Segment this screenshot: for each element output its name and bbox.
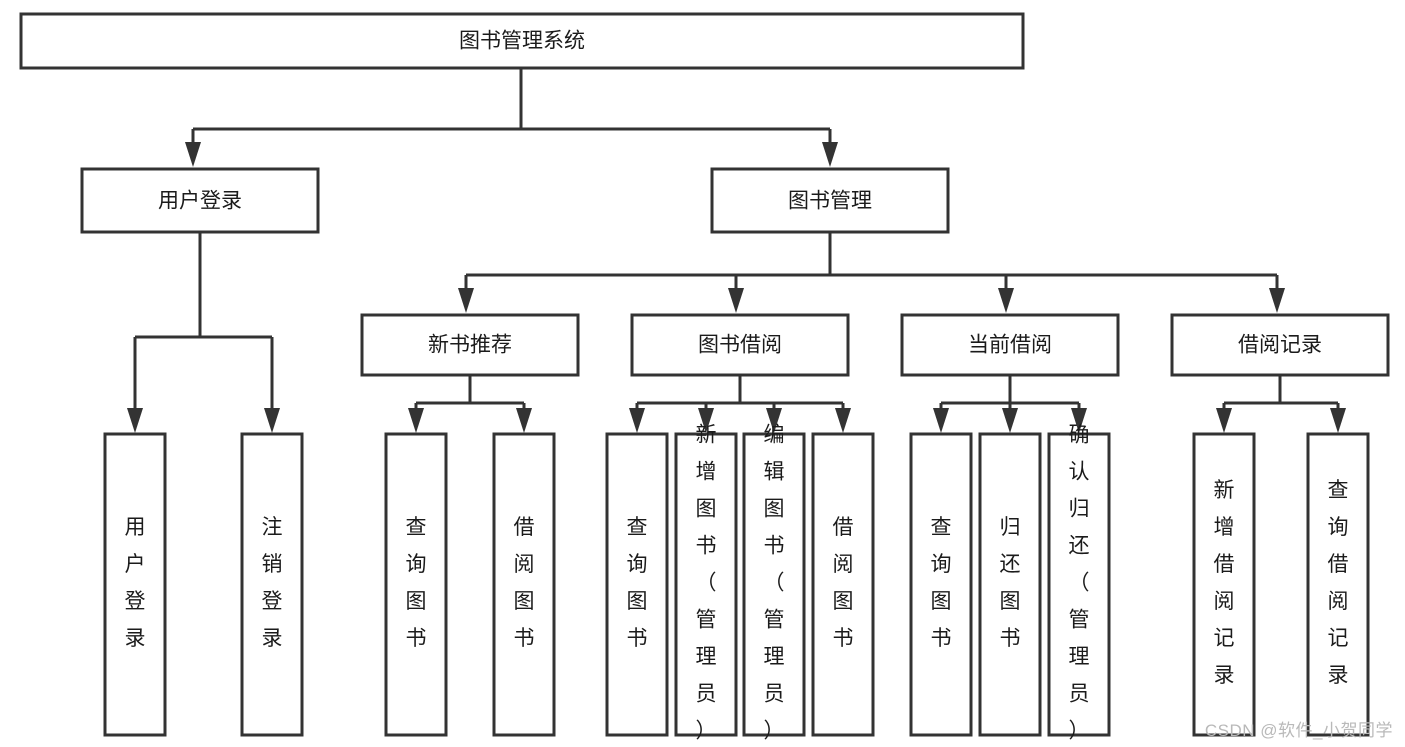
arrow-head-leaf-4 bbox=[516, 408, 532, 433]
node-book-borrow-box[interactable] bbox=[630, 313, 850, 377]
arrow-head-l3-2 bbox=[728, 288, 744, 313]
connector-userlogin-to-leaves bbox=[127, 233, 280, 433]
node-leaf-borrow-book-b-box[interactable] bbox=[811, 432, 875, 737]
node-leaf-return-book-label: 归还图书 bbox=[1000, 516, 1021, 650]
arrow-head-l3-3 bbox=[998, 288, 1014, 313]
node-leaf-edit-book-admin-label: 编辑图书（管理员） bbox=[764, 424, 785, 743]
node-leaf-query-borrow-record-box[interactable] bbox=[1306, 432, 1370, 737]
node-leaf-borrow-book-a[interactable]: 借阅图书 bbox=[492, 432, 556, 737]
node-book-borrow-label: 图书借阅 bbox=[698, 334, 782, 357]
arrow-head-l3-1 bbox=[458, 288, 474, 313]
node-book-management[interactable]: 图书管理 bbox=[710, 167, 950, 234]
arrow-head-leaf-6 bbox=[698, 408, 714, 433]
node-new-book-recommend-label: 新书推荐 bbox=[428, 334, 512, 357]
arrow-head-user-login bbox=[185, 142, 201, 167]
node-user-login[interactable]: 用户登录 bbox=[80, 167, 320, 234]
node-leaf-query-borrow-record-label: 查询借阅记录 bbox=[1328, 479, 1349, 687]
node-leaf-query-book-b[interactable]: 查询图书 bbox=[605, 432, 669, 737]
arrow-head-leaf-9 bbox=[933, 408, 949, 433]
connector-bookmgmt-to-level3 bbox=[458, 233, 1285, 313]
node-leaf-user-login[interactable]: 用户登录 bbox=[103, 432, 167, 737]
node-borrow-record-label: 借阅记录 bbox=[1238, 334, 1322, 357]
node-leaf-confirm-return-admin-box[interactable] bbox=[1047, 432, 1111, 737]
node-leaf-query-book-b-label: 查询图书 bbox=[627, 516, 648, 650]
node-book-borrow[interactable]: 图书借阅 bbox=[630, 313, 850, 377]
node-leaf-logout-label: 注销登录 bbox=[262, 516, 283, 650]
arrow-head-leaf-7 bbox=[766, 408, 782, 433]
node-leaf-add-book-admin[interactable]: 新增图书（管理员） bbox=[674, 424, 738, 743]
node-root[interactable]: 图书管理系统 bbox=[19, 12, 1025, 70]
node-current-borrow-label: 当前借阅 bbox=[968, 334, 1052, 357]
node-leaf-user-login-box[interactable] bbox=[103, 432, 167, 737]
node-leaf-return-book-box[interactable] bbox=[978, 432, 1042, 737]
arrow-head-l3-4 bbox=[1269, 288, 1285, 313]
node-leaf-logout[interactable]: 注销登录 bbox=[240, 432, 304, 737]
connector-record-to-leaves bbox=[1216, 375, 1346, 433]
node-leaf-query-book-c-label: 查询图书 bbox=[931, 516, 952, 650]
arrow-head-leaf-2 bbox=[264, 408, 280, 433]
arrow-head-leaf-3 bbox=[408, 408, 424, 433]
node-leaf-add-book-admin-box[interactable] bbox=[674, 432, 738, 737]
node-leaf-query-book-a-label: 查询图书 bbox=[406, 516, 427, 650]
node-new-book-recommend-box[interactable] bbox=[360, 313, 580, 377]
node-leaf-return-book[interactable]: 归还图书 bbox=[978, 432, 1042, 737]
node-leaf-borrow-book-a-box[interactable] bbox=[492, 432, 556, 737]
node-leaf-query-book-a-box[interactable] bbox=[384, 432, 448, 737]
node-new-book-recommend[interactable]: 新书推荐 bbox=[360, 313, 580, 377]
node-leaf-borrow-book-a-label: 借阅图书 bbox=[514, 516, 535, 650]
node-leaf-logout-box[interactable] bbox=[240, 432, 304, 737]
connector-current-to-leaves bbox=[933, 375, 1087, 433]
node-book-management-box[interactable] bbox=[710, 167, 950, 234]
node-user-login-box[interactable] bbox=[80, 167, 320, 234]
node-leaf-query-book-c[interactable]: 查询图书 bbox=[909, 432, 973, 737]
arrow-head-leaf-12 bbox=[1216, 408, 1232, 433]
node-leaf-query-book-b-box[interactable] bbox=[605, 432, 669, 737]
node-user-login-label: 用户登录 bbox=[158, 190, 242, 213]
node-leaf-borrow-book-b-label: 借阅图书 bbox=[833, 516, 854, 650]
connector-borrow-to-leaves bbox=[629, 375, 851, 433]
node-leaf-query-book-c-box[interactable] bbox=[909, 432, 973, 737]
arrow-head-leaf-11 bbox=[1071, 408, 1087, 433]
node-borrow-record[interactable]: 借阅记录 bbox=[1170, 313, 1390, 377]
arrow-head-leaf-5 bbox=[629, 408, 645, 433]
arrow-head-leaf-1 bbox=[127, 408, 143, 433]
node-leaf-edit-book-admin-box[interactable] bbox=[742, 432, 806, 737]
connector-newbook-to-leaves bbox=[408, 375, 532, 433]
node-leaf-edit-book-admin[interactable]: 编辑图书（管理员） bbox=[742, 424, 806, 743]
node-leaf-borrow-book-b[interactable]: 借阅图书 bbox=[811, 432, 875, 737]
node-leaf-query-book-a[interactable]: 查询图书 bbox=[384, 432, 448, 737]
node-leaf-user-login-label: 用户登录 bbox=[125, 516, 146, 650]
arrow-head-leaf-13 bbox=[1330, 408, 1346, 433]
node-current-borrow-box[interactable] bbox=[900, 313, 1120, 377]
node-root-box[interactable] bbox=[19, 12, 1025, 70]
arrow-head-leaf-10 bbox=[1002, 408, 1018, 433]
node-borrow-record-box[interactable] bbox=[1170, 313, 1390, 377]
node-leaf-add-borrow-record-label: 新增借阅记录 bbox=[1214, 479, 1235, 687]
arrow-head-leaf-8 bbox=[835, 408, 851, 433]
arrow-head-book-mgmt bbox=[822, 142, 838, 167]
node-leaf-query-borrow-record[interactable]: 查询借阅记录 bbox=[1306, 432, 1370, 737]
node-root-label: 图书管理系统 bbox=[459, 30, 585, 53]
connector-root-to-level2 bbox=[185, 68, 838, 167]
node-leaf-add-book-admin-label: 新增图书（管理员） bbox=[696, 424, 717, 743]
node-leaf-confirm-return-admin-label: 确认归还（管理员） bbox=[1069, 424, 1090, 743]
node-leaf-confirm-return-admin[interactable]: 确认归还（管理员） bbox=[1047, 424, 1111, 743]
node-book-management-label: 图书管理 bbox=[788, 190, 872, 213]
node-current-borrow[interactable]: 当前借阅 bbox=[900, 313, 1120, 377]
node-leaf-add-borrow-record-box[interactable] bbox=[1192, 432, 1256, 737]
node-leaf-add-borrow-record[interactable]: 新增借阅记录 bbox=[1192, 432, 1256, 737]
